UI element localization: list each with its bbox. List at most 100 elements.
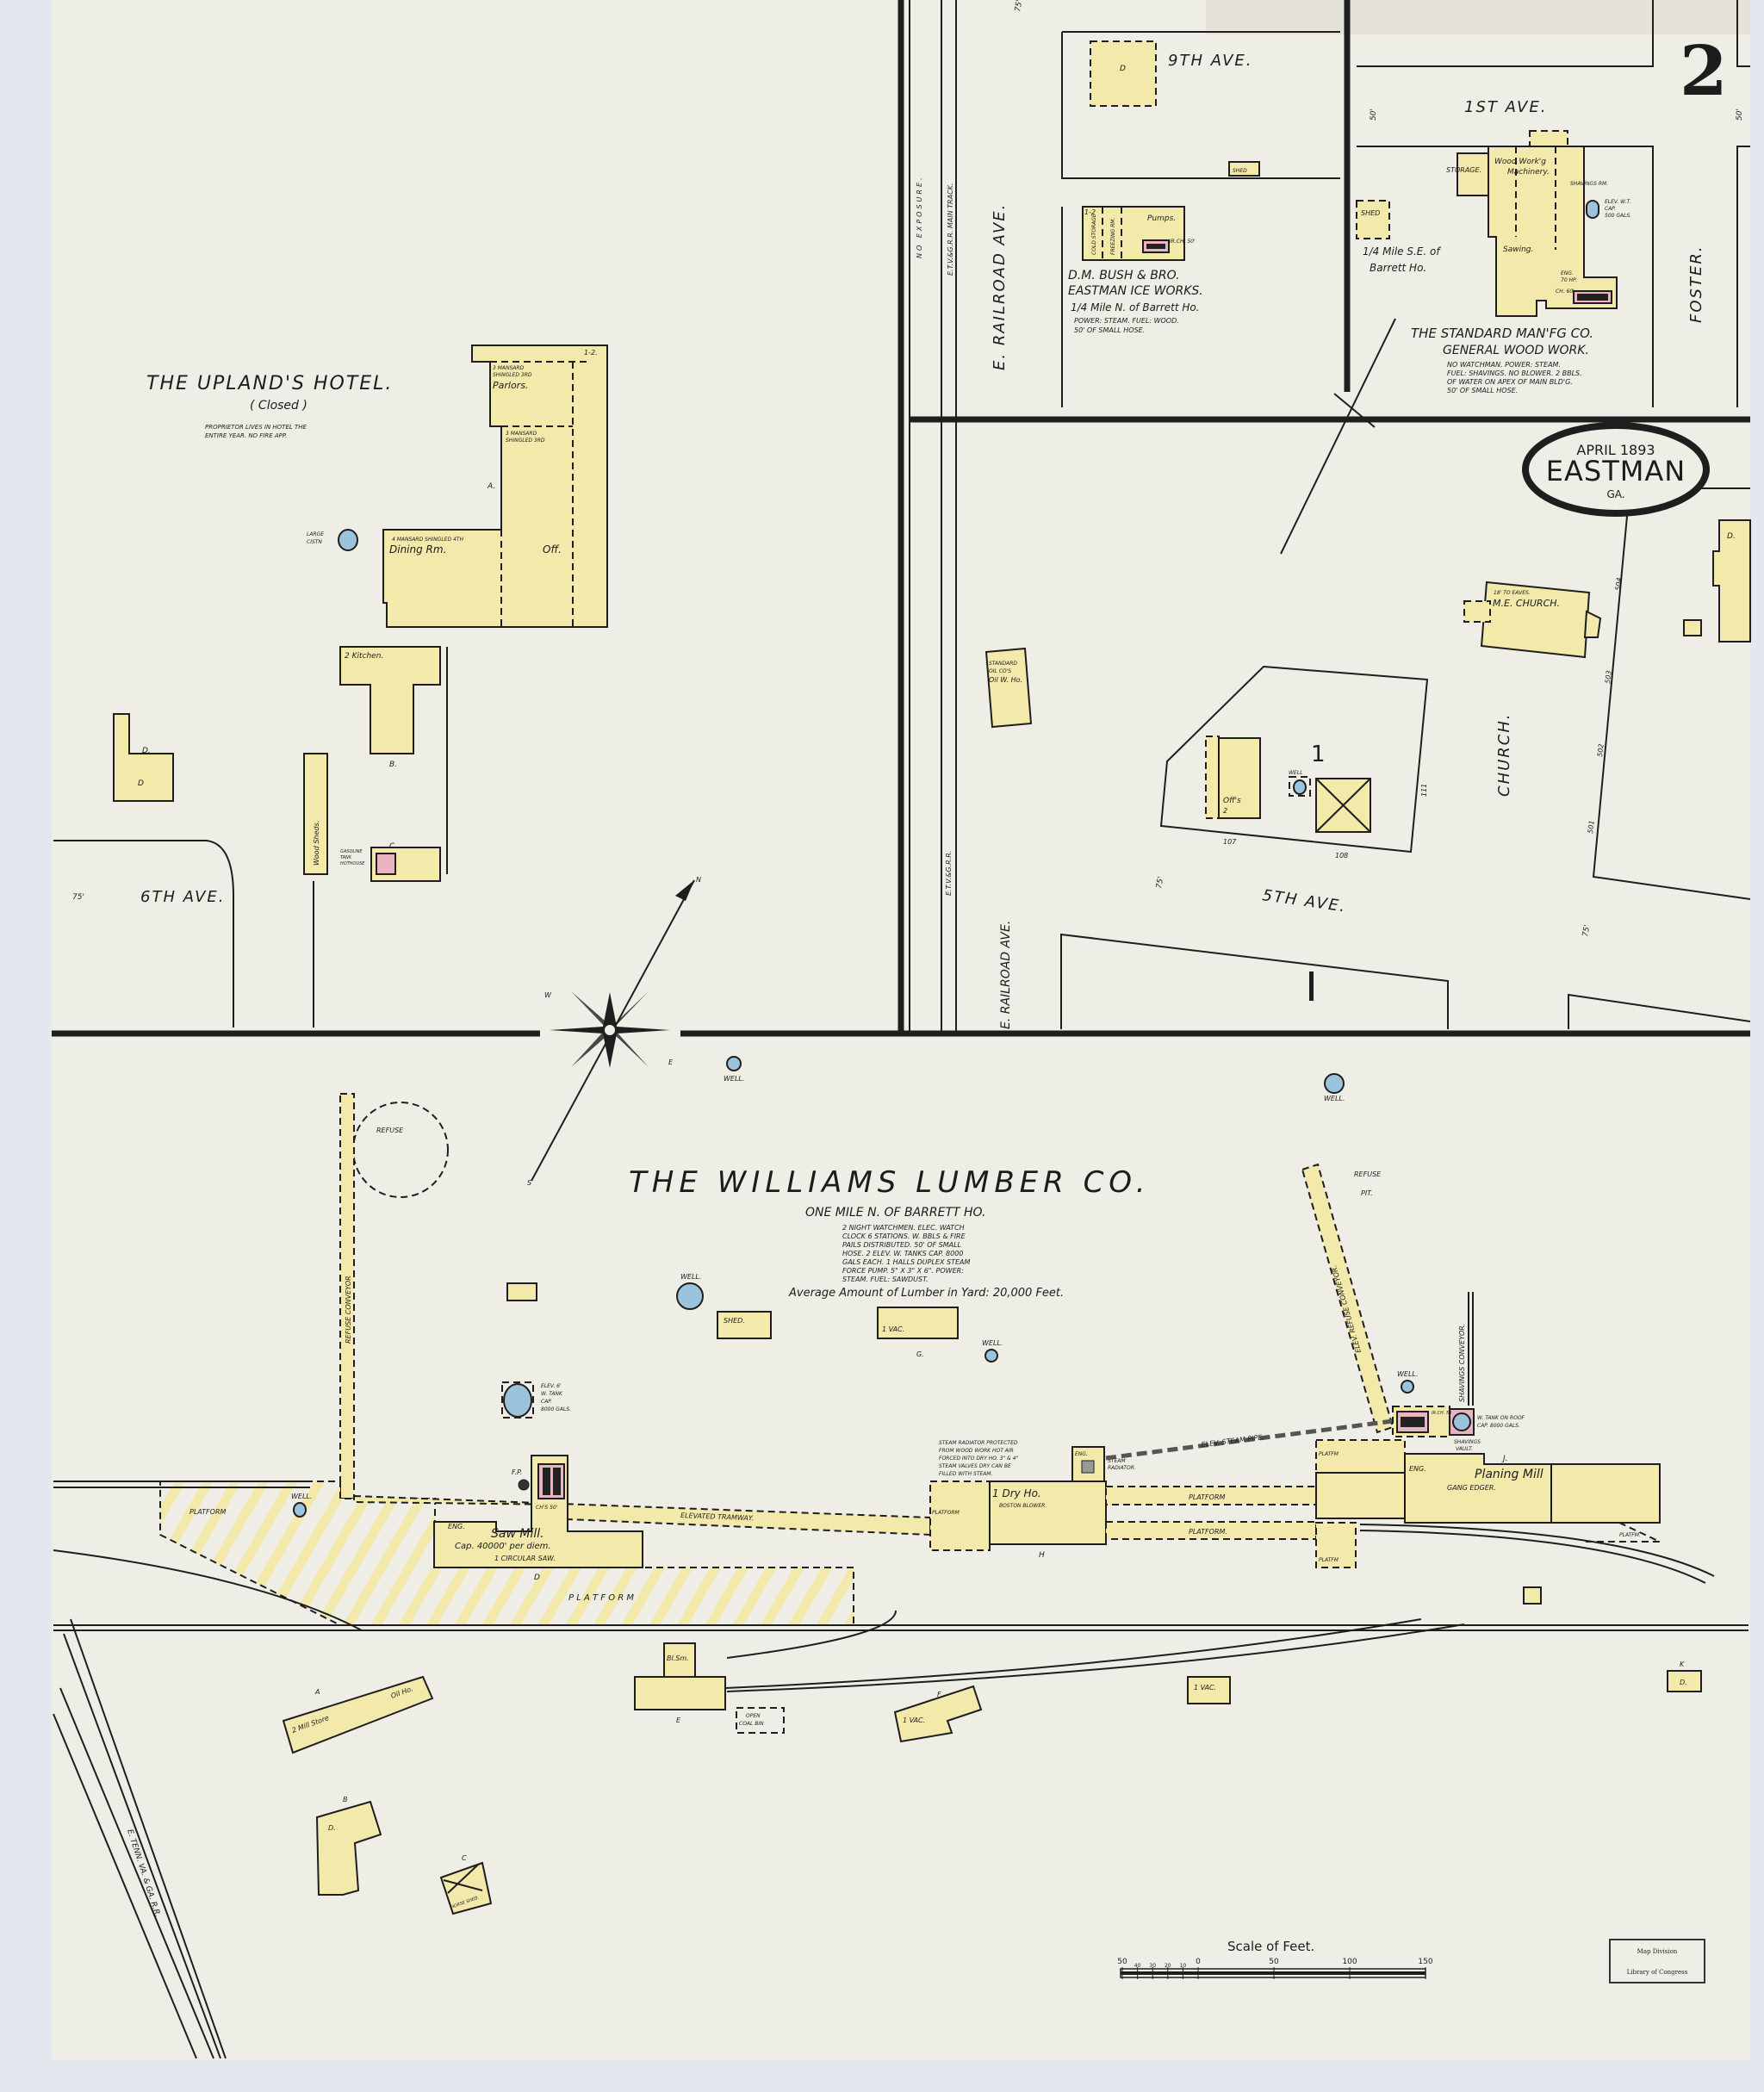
scale-tick-label: 0 bbox=[1196, 1958, 1201, 1966]
label-e: E bbox=[676, 1716, 681, 1724]
church-name: M.E. CHURCH. bbox=[1493, 598, 1560, 609]
standard-location: Barrett Ho. bbox=[1370, 262, 1426, 274]
compass-rose: N W E S bbox=[527, 876, 701, 1187]
standard-wood-working: Wood Work'g bbox=[1494, 158, 1546, 166]
stamp-line1: Map Division bbox=[1637, 1948, 1678, 1955]
vacant-f: 1 VAC. bbox=[903, 1716, 925, 1724]
standard-tank: CAP. bbox=[1605, 206, 1616, 212]
planing-label: J. bbox=[1501, 1455, 1508, 1463]
lumber-note: PAILS DISTRIBUTED. 50' OF SMALL bbox=[842, 1241, 961, 1249]
planing-eng: ENG. bbox=[1409, 1465, 1426, 1473]
hotel-status: ( Closed ) bbox=[250, 399, 307, 413]
block-number: 1 bbox=[1311, 742, 1326, 767]
standard-sawing: Sawing. bbox=[1503, 245, 1533, 254]
hotel-parlors: Parlors. bbox=[493, 380, 528, 391]
vacant-2: 1 VAC. bbox=[1194, 1684, 1216, 1692]
lumber-tank-label: CAP. bbox=[541, 1399, 552, 1405]
ice-stories: 1-2 bbox=[1084, 208, 1096, 216]
label-k: K bbox=[1680, 1661, 1685, 1668]
cistern-label: CISTN bbox=[307, 539, 322, 545]
seal-town: EASTMAN bbox=[1546, 455, 1686, 487]
hotel-mid-wing: SHINGLED 3RD bbox=[506, 438, 545, 444]
standard-note: FUEL: SHAVINGS. NO BLOWER. 2 BBLS. bbox=[1447, 369, 1582, 377]
hotel-note: PROPRIETOR LIVES IN HOTEL THE bbox=[205, 424, 307, 431]
platform-label: PLATFORM bbox=[1189, 1493, 1226, 1501]
width-75c: 75' bbox=[1581, 924, 1592, 937]
standard-shed: SHED bbox=[1361, 209, 1380, 217]
dry-house-eng: ENG. bbox=[1075, 1451, 1088, 1457]
hotel-label-c: C. bbox=[389, 842, 397, 851]
hotel-stories: 1-2. bbox=[584, 349, 598, 357]
ice-d-label: D bbox=[1120, 65, 1126, 73]
hotel-parlors: 3 MANSARD bbox=[493, 365, 525, 371]
scale-title: Scale of Feet. bbox=[1227, 1939, 1314, 1954]
scale-tick-label: 30 bbox=[1149, 1963, 1156, 1969]
lumber-label-g: G. bbox=[916, 1350, 924, 1358]
compass-n: N bbox=[696, 876, 701, 884]
planing-tank-label: CAP. 8000 GALS. bbox=[1477, 1423, 1520, 1429]
label-etvg-rr: E.T.V.&G.R.R. bbox=[945, 851, 953, 896]
gasoline-label: HOTHOUSE bbox=[340, 861, 365, 866]
sheet-number: 2 bbox=[1680, 30, 1728, 111]
dry-house-note: STEAM VALVES DRY CAN BE bbox=[939, 1463, 1011, 1469]
label-d-k: D. bbox=[1680, 1679, 1687, 1686]
lot1-well-label: WELL bbox=[1289, 770, 1302, 776]
compass-w: W bbox=[544, 991, 552, 999]
hotel-office: Off. bbox=[543, 543, 562, 556]
hotel-d2: D bbox=[138, 779, 144, 788]
hotel-wood-sheds: Wood Sheds. bbox=[313, 821, 320, 866]
standard-subtitle: GENERAL WOOD WORK. bbox=[1443, 344, 1589, 357]
williams-lumber: THE WILLIAMS LUMBER CO. ONE MILE N. OF B… bbox=[53, 1056, 1748, 2059]
refuse-conveyor-label: REFUSE CONVEYOR bbox=[345, 1276, 352, 1344]
ice-works-name: EASTMAN ICE WORKS. bbox=[1068, 284, 1203, 298]
ice-works-location: 1/4 Mile N. of Barrett Ho. bbox=[1071, 301, 1200, 313]
lot-number: 501 bbox=[1587, 820, 1596, 834]
platform-label: PLATFM bbox=[1319, 1557, 1339, 1563]
standard-tank: ELEV. W.T. bbox=[1605, 199, 1631, 205]
hotel-name: THE UPLAND'S HOTEL. bbox=[146, 373, 393, 394]
label-b: B bbox=[343, 1796, 348, 1803]
label-main-track: E.T.V.&G.R.R. MAIN TRACK. bbox=[947, 183, 954, 276]
hotel-kitchen: 2 Kitchen. bbox=[345, 652, 383, 661]
lumber-tank-label: W. TANK bbox=[541, 1391, 563, 1397]
stamp-line2: Library of Congress bbox=[1627, 1969, 1688, 1976]
platform-label: PLATFORM bbox=[932, 1510, 960, 1516]
gasoline-label: TANK bbox=[340, 855, 352, 860]
shavings-vault-label: SHAVINGS bbox=[1454, 1439, 1481, 1445]
standard-note: NO WATCHMAN. POWER: STEAM. bbox=[1447, 361, 1561, 369]
lumber-note: CLOCK 6 STATIONS. W. BBLS & FIRE bbox=[842, 1232, 966, 1240]
hotel-label-a: A. bbox=[487, 482, 495, 491]
street-railroad-ave-bottom: E. RAILROAD AVE. bbox=[999, 921, 1013, 1029]
lot-number: 111 bbox=[1420, 784, 1428, 797]
standard-oil-label: Oil W. Ho. bbox=[989, 676, 1022, 684]
cistern-label: LARGE bbox=[307, 531, 324, 537]
coal-bin-label: OPEN bbox=[746, 1713, 761, 1719]
right-edge-d-label: D. bbox=[1727, 532, 1736, 541]
church-block: 18' TO EAVES. M.E. CHURCH. STANDARD OIL … bbox=[984, 519, 1751, 860]
lumber-note: HOSE. 2 ELEV. W. TANKS CAP. 8000 bbox=[842, 1250, 963, 1257]
label-b-d: D. bbox=[328, 1824, 336, 1832]
dry-house-note: FORCED INTO DRY HO. 3" & 4" bbox=[939, 1456, 1018, 1462]
width-75d: 75' bbox=[1014, 0, 1024, 13]
scale-tick-label: 20 bbox=[1165, 1963, 1171, 1969]
blacksmith-label: Bl.Sm. bbox=[667, 1654, 689, 1662]
uplands-hotel: LARGE CISTN THE UPLAND'S HOTEL. ( Closed… bbox=[113, 345, 608, 882]
gasoline-label: GASOLINE bbox=[340, 849, 363, 854]
seal-state: GA. bbox=[1606, 488, 1624, 500]
street-church: CHURCH. bbox=[1495, 712, 1513, 797]
lumber-note: 2 NIGHT WATCHMEN. ELEC. WATCH bbox=[842, 1224, 965, 1232]
lot-number: 504 bbox=[1614, 577, 1624, 591]
planing-mill-name: Planing Mill bbox=[1475, 1468, 1544, 1481]
scale-tick-label: 40 bbox=[1134, 1963, 1141, 1969]
lot1-offices: Off's bbox=[1223, 797, 1241, 805]
standard-storage: STORAGE. bbox=[1446, 166, 1481, 174]
ice-works: D SHED 1-2 COLD STORAGE FREEZING RM. Pum… bbox=[1068, 40, 1260, 334]
lot-number: 108 bbox=[1335, 852, 1348, 860]
width-75b: 75' bbox=[1155, 876, 1165, 889]
fire-pump-label: F.P. bbox=[512, 1468, 522, 1476]
saw-mill-name: Saw Mill. bbox=[491, 1527, 544, 1541]
street-9th-ave: 9TH AVE. bbox=[1168, 52, 1253, 70]
lumber-tank-label: ELEV. 6' bbox=[541, 1383, 562, 1389]
ice-freezing-room: FREEZING RM. bbox=[1110, 218, 1116, 255]
